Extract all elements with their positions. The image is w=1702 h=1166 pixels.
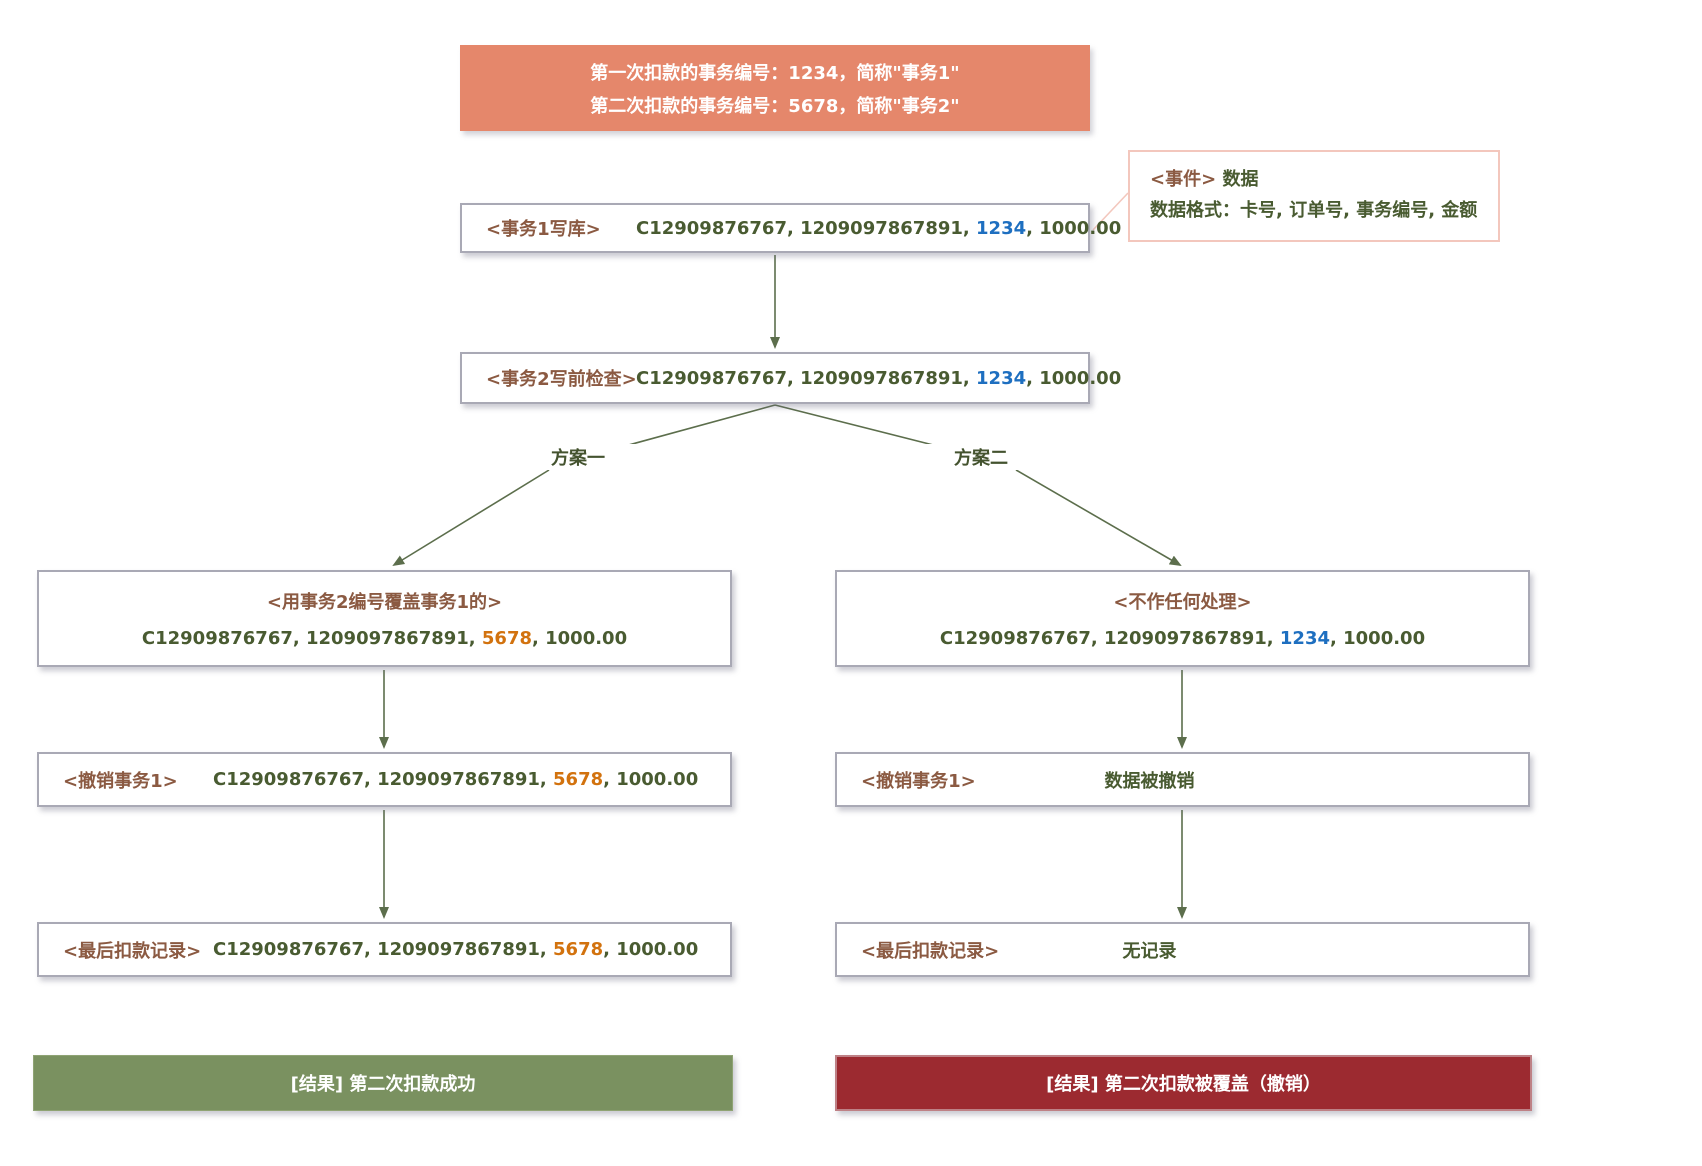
txn2-check-txn-id: 1234 xyxy=(976,367,1027,389)
branch-left-line-upper xyxy=(613,404,776,450)
plan-a-revoke-data: C12909876767, 1209097867891, 5678, 1000.… xyxy=(213,769,698,790)
plan-a-final-record-label: <最后扣款记录> xyxy=(63,940,202,962)
branch-left-line-lower xyxy=(392,469,550,567)
plan-b-revoke-box: <撤销事务1> 数据被撤销 xyxy=(835,752,1530,807)
plan-a-revoke-data-suffix: , 1000.00 xyxy=(603,769,699,790)
plan-a-final-data-prefix: C12909876767, 1209097867891, xyxy=(213,939,554,960)
callout-event-tag: <事件> xyxy=(1150,169,1217,190)
callout-title-line: <事件> 数据 xyxy=(1150,164,1498,195)
plan-a-revoke-box: <撤销事务1> C12909876767, 1209097867891, 567… xyxy=(37,752,732,807)
intro-banner-line1: 第一次扣款的事务编号：1234，简称"事务1" xyxy=(590,62,960,84)
plan-a-final-record-data: C12909876767, 1209097867891, 5678, 1000.… xyxy=(213,939,698,960)
plan-a-override-title: <用事务2编号覆盖事务1的> xyxy=(266,592,503,613)
plan-b-keep-data-prefix: C12909876767, 1209097867891, xyxy=(939,628,1280,649)
plan-b-revoke-value: 数据被撤销 xyxy=(1104,770,1195,792)
txn2-check-label: <事务2写前检查> xyxy=(486,369,637,390)
txn2-check-data-suffix: , 1000.00 xyxy=(1026,367,1122,389)
plan-b-keep-txn-id: 1234 xyxy=(1279,628,1331,649)
plan-a-final-data-suffix: , 1000.00 xyxy=(603,939,699,960)
txn1-write-data: C12909876767, 1209097867891, 1234, 1000.… xyxy=(636,218,1121,239)
plan-a-revoke-data-prefix: C12909876767, 1209097867891, xyxy=(213,769,554,790)
txn1-write-data-suffix: , 1000.00 xyxy=(1026,217,1122,239)
plan-a-override-data-prefix: C12909876767, 1209097867891, xyxy=(141,628,482,649)
txn1-write-data-prefix: C12909876767, 1209097867891, xyxy=(636,217,977,239)
plan-a-final-txn-id: 5678 xyxy=(553,939,604,960)
txn2-check-data: C12909876767, 1209097867891, 1234, 1000.… xyxy=(636,368,1121,389)
txn1-write-txn-id: 1234 xyxy=(976,217,1027,239)
txn1-write-box: <事务1写库> C12909876767, 1209097867891, 123… xyxy=(460,203,1121,253)
event-data-callout: <事件> 数据 数据格式：卡号, 订单号, 事务编号, 金额 xyxy=(1128,150,1500,242)
plan-b-keep-box: <不作任何处理> C12909876767, 1209097867891, 12… xyxy=(835,570,1530,667)
plan-b-result-bar: [结果] 第二次扣款被覆盖（撤销） xyxy=(835,1055,1532,1111)
plan-a-override-txn-id: 5678 xyxy=(481,628,533,649)
branch-label-plan-a: 方案一 xyxy=(516,444,640,470)
plan-a-revoke-txn-id: 5678 xyxy=(553,769,604,790)
plan-a-override-box: <用事务2编号覆盖事务1的> C12909876767, 12090978678… xyxy=(37,570,732,667)
txn2-check-data-prefix: C12909876767, 1209097867891, xyxy=(636,367,977,389)
plan-b-final-record-label: <最后扣款记录> xyxy=(861,940,1000,962)
plan-b-keep-title: <不作任何处理> xyxy=(1113,592,1252,613)
plan-b-final-record-value: 无记录 xyxy=(1122,940,1177,962)
txn2-check-box: <事务2写前检查> C12909876767, 1209097867891, 1… xyxy=(460,352,1121,404)
txn1-write-label: <事务1写库> xyxy=(486,219,601,240)
plan-b-revoke-label: <撤销事务1> xyxy=(861,770,976,792)
plan-b-keep-data: C12909876767, 1209097867891, 1234, 1000.… xyxy=(940,628,1425,649)
branch-right-line-upper xyxy=(774,404,946,449)
branch-right-line-lower xyxy=(1015,469,1182,567)
plan-a-revoke-label: <撤销事务1> xyxy=(63,770,178,792)
plan-a-final-record-box: <最后扣款记录> C12909876767, 1209097867891, 56… xyxy=(37,922,732,977)
plan-a-override-data-suffix: , 1000.00 xyxy=(532,628,628,649)
branch-label-plan-b: 方案二 xyxy=(919,444,1043,470)
plan-a-override-data: C12909876767, 1209097867891, 5678, 1000.… xyxy=(142,628,627,649)
intro-banner-line2: 第二次扣款的事务编号：5678，简称"事务2" xyxy=(590,95,960,117)
plan-b-keep-data-suffix: , 1000.00 xyxy=(1330,628,1426,649)
intro-banner: 第一次扣款的事务编号：1234，简称"事务1" 第二次扣款的事务编号：5678，… xyxy=(460,45,1090,131)
callout-format-line: 数据格式：卡号, 订单号, 事务编号, 金额 xyxy=(1150,200,1478,221)
plan-a-result-bar: [结果] 第二次扣款成功 xyxy=(33,1055,733,1111)
callout-event-suffix: 数据 xyxy=(1216,169,1259,190)
plan-b-final-record-box: <最后扣款记录> 无记录 xyxy=(835,922,1530,977)
